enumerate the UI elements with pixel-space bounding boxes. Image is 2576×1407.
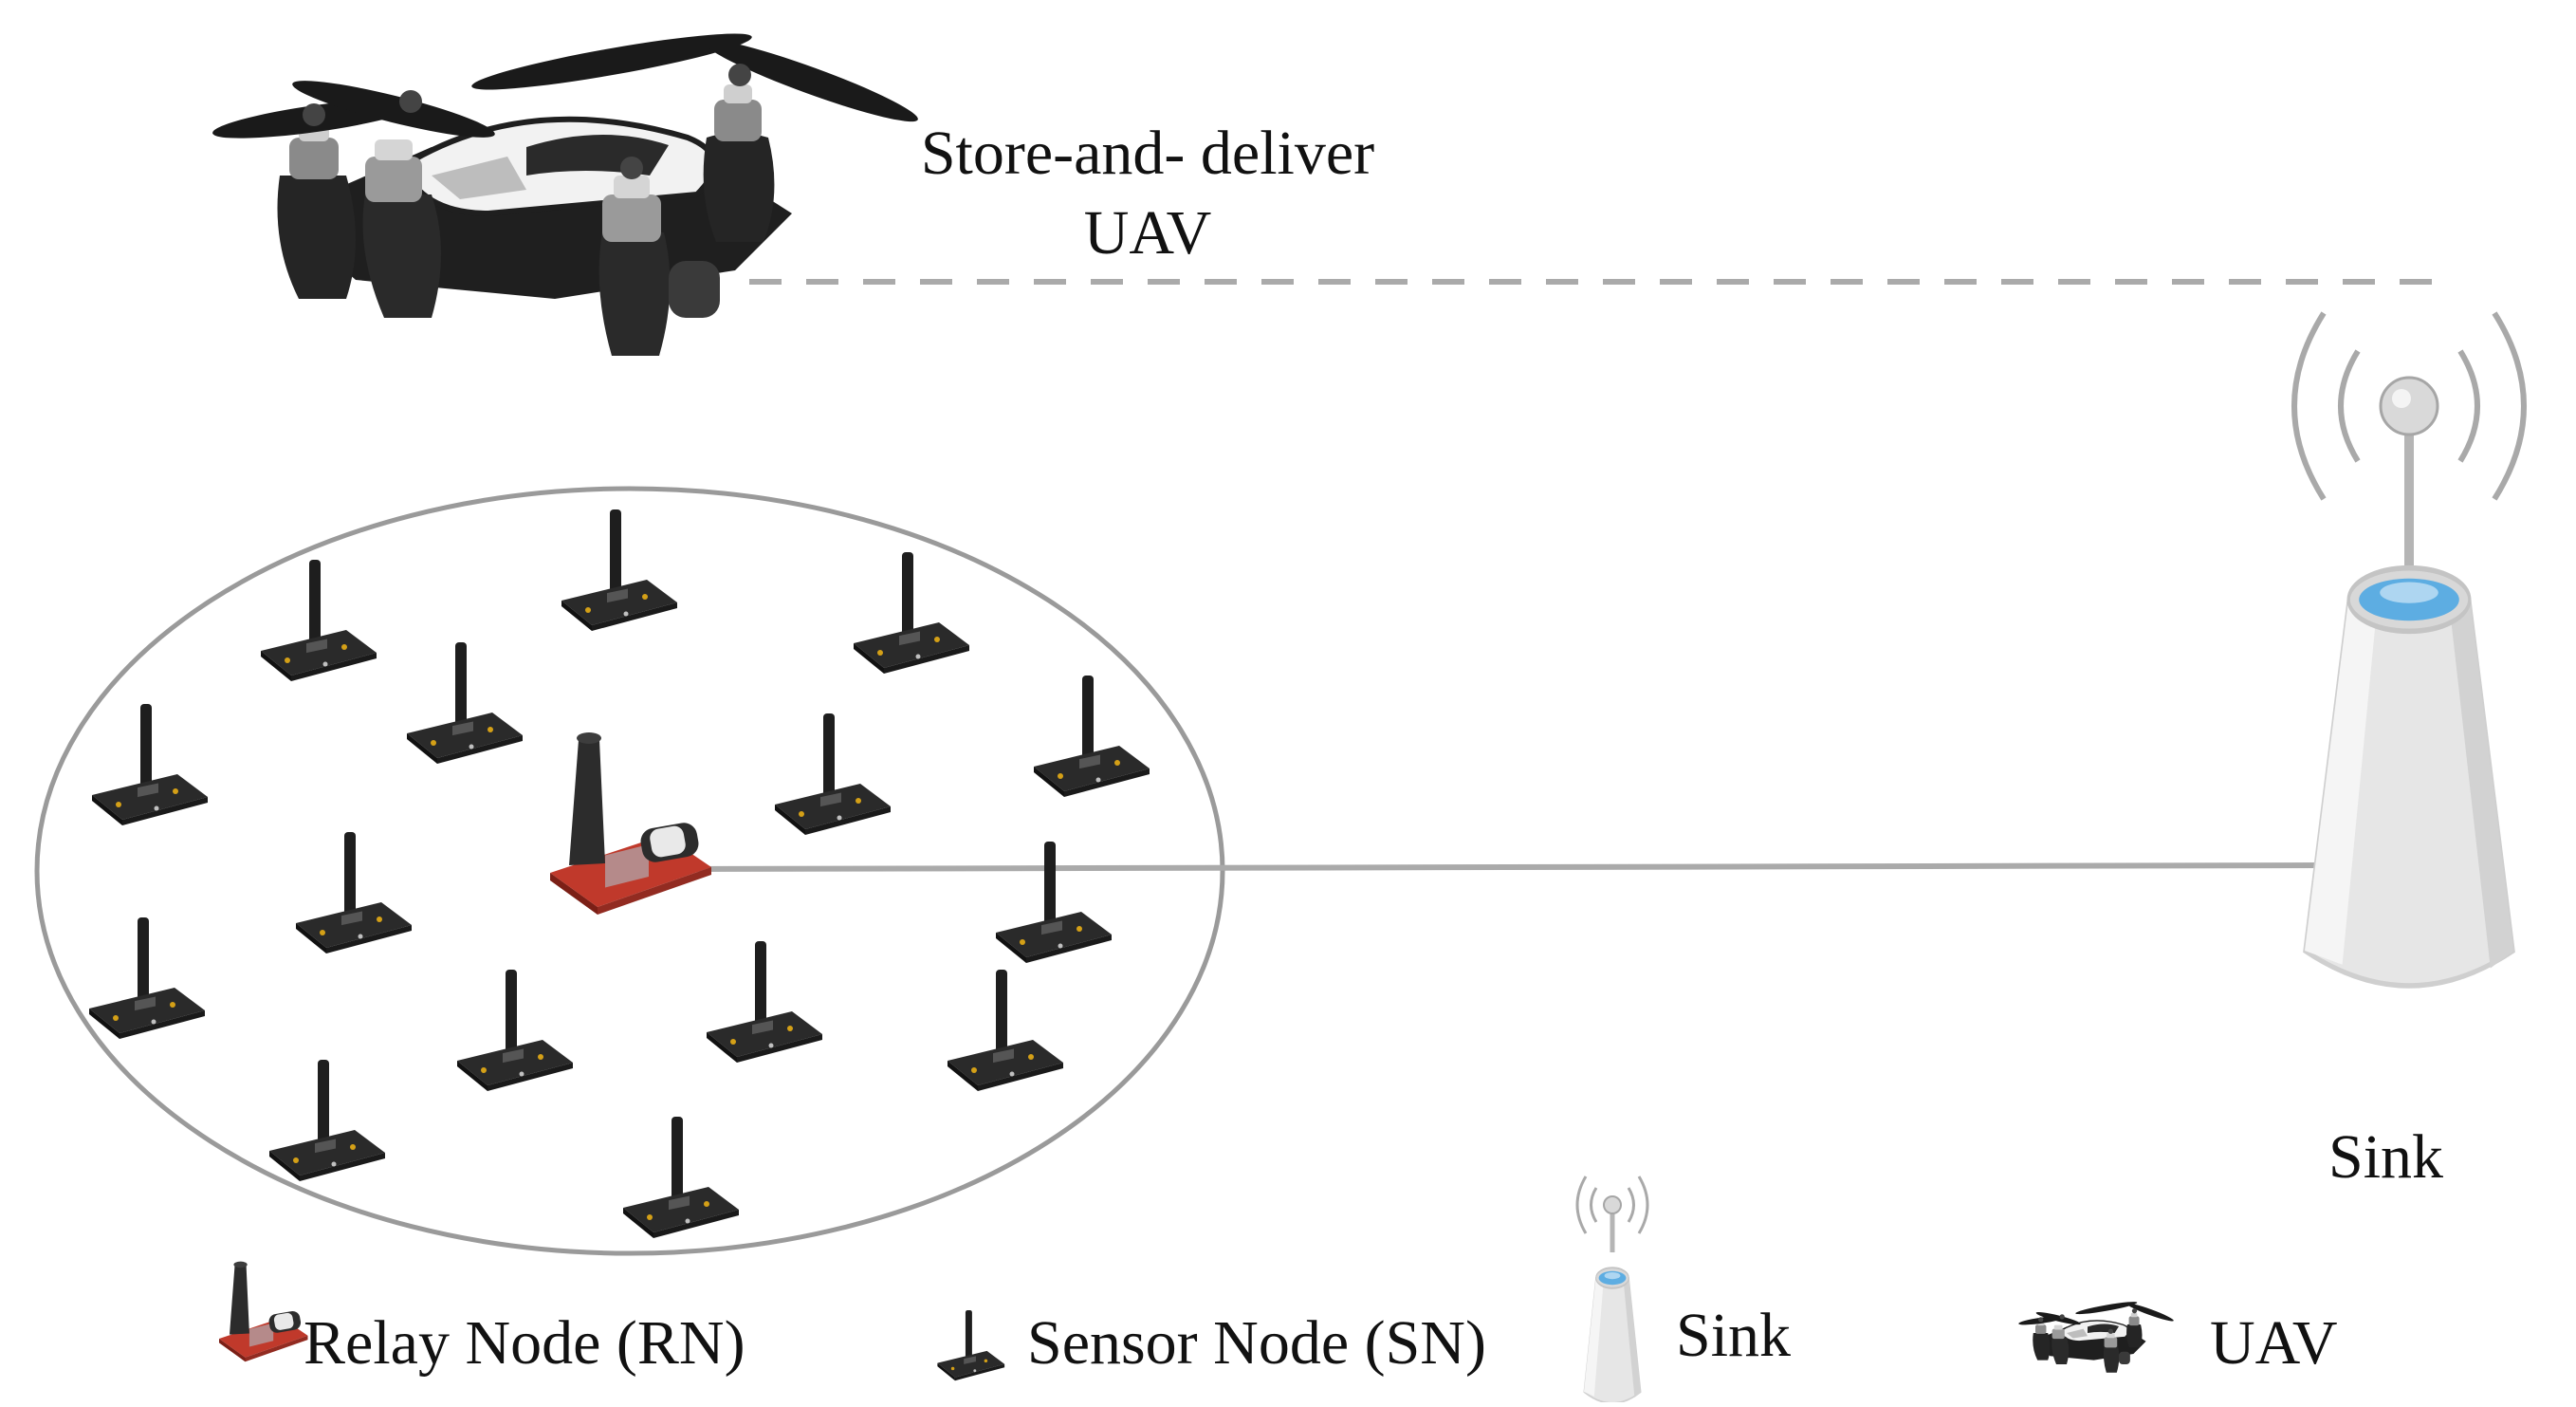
legend-sink-icon	[1575, 1176, 1649, 1404]
legend-uav-icon	[2017, 1299, 2176, 1374]
uav-label-line1: Store-and- deliver	[920, 119, 1375, 188]
sensor-node-icon	[775, 713, 891, 835]
sensor-node-icon	[269, 1060, 385, 1181]
sensor-node-icon	[996, 842, 1112, 963]
sink-label: Sink	[2328, 1122, 2444, 1192]
relay-node-icon	[550, 732, 711, 915]
legend-relay-node-label: Relay Node (RN)	[304, 1308, 745, 1378]
sensor-node-icon	[1034, 676, 1150, 797]
sensor-node-icon	[92, 704, 208, 825]
sensor-node-icon	[948, 970, 1063, 1091]
sensor-node-icon	[457, 970, 573, 1091]
uav-label-line2: UAV	[1083, 198, 1212, 268]
sensor-node-icon	[407, 642, 523, 764]
cluster-boundary	[34, 486, 1225, 1256]
uav-label: Store-and- deliver UAV	[901, 114, 1394, 273]
sensor-node-icon	[623, 1117, 739, 1238]
relay-to-sink-link	[691, 862, 2329, 872]
sensor-node-icon	[89, 917, 205, 1039]
legend-uav-label: UAV	[2210, 1308, 2338, 1378]
sink-tower-icon	[2305, 568, 2513, 986]
uav-drone-icon	[211, 24, 922, 356]
legend-sensor-node-icon	[937, 1309, 1005, 1381]
sensor-node-icon	[561, 509, 677, 631]
sensor-node-icon	[854, 552, 969, 674]
sensor-node-icon	[296, 832, 412, 953]
sensor-node-icon	[707, 941, 822, 1063]
sensor-node-icon	[261, 560, 377, 681]
legend-relay-node-icon	[219, 1261, 308, 1362]
legend-sink-label: Sink	[1676, 1301, 1792, 1370]
legend-sensor-node-label: Sensor Node (SN)	[1027, 1308, 1486, 1378]
